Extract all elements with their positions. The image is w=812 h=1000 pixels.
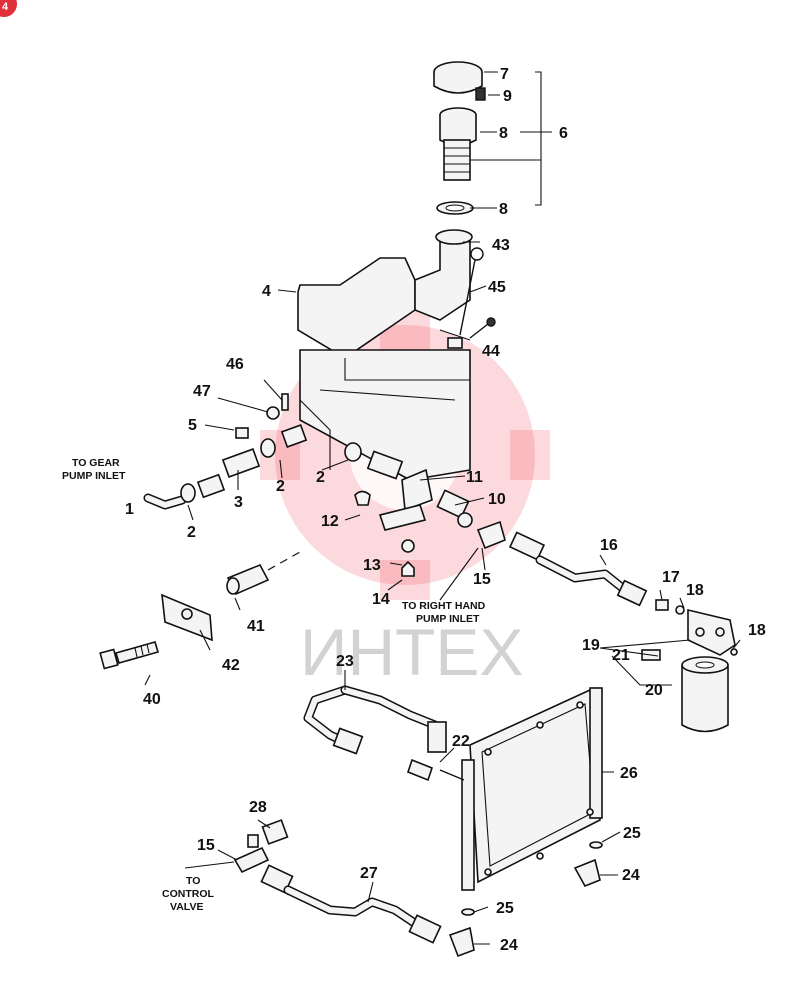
callout-9: 9 [503, 88, 512, 105]
callout-6: 6 [559, 125, 568, 142]
callout-42: 42 [222, 657, 240, 674]
callout-13: 13 [363, 557, 381, 574]
dipstick [459, 247, 484, 336]
callout-7: 7 [500, 66, 509, 83]
callout-5: 5 [188, 417, 197, 434]
note-control-line2: CONTROL [162, 888, 214, 900]
callout-43: 43 [492, 237, 510, 254]
corner-badge: 4 [0, 0, 17, 17]
filler-cap-assembly [433, 61, 486, 215]
callout-4: 4 [262, 283, 271, 300]
callout-14: 14 [372, 591, 390, 608]
callout-2-mid: 2 [276, 478, 285, 495]
note-gear-pump-line1: TO GEAR [72, 457, 120, 469]
callout-46: 46 [226, 356, 244, 373]
mount-hardware [99, 551, 301, 670]
left-fittings [143, 393, 308, 510]
callout-12: 12 [321, 513, 339, 530]
callout-2-left: 2 [187, 524, 196, 541]
oil-cooler [439, 687, 603, 891]
callout-10: 10 [488, 491, 506, 508]
callout-27: 27 [360, 865, 378, 882]
watermark-text: ИНТЕХ [300, 615, 523, 689]
callout-19: 19 [582, 637, 600, 654]
callout-20: 20 [645, 682, 663, 699]
callout-47: 47 [193, 383, 211, 400]
cooler-fittings [448, 841, 603, 958]
note-right-pump-line1: TO RIGHT HAND [402, 600, 486, 612]
callout-45: 45 [488, 279, 506, 296]
control-valve-line [233, 819, 442, 944]
callout-15-top: 15 [473, 571, 491, 588]
callout-24-top: 24 [622, 867, 640, 884]
callout-41: 41 [247, 618, 265, 635]
leader-lines [144, 71, 741, 945]
filter-assembly [641, 608, 738, 733]
callout-15-bottom: 15 [197, 837, 215, 854]
callout-18-right: 18 [748, 622, 766, 639]
hydraulic-tank [297, 229, 473, 481]
callout-40: 40 [143, 691, 161, 708]
callout-3: 3 [234, 494, 243, 511]
callout-28: 28 [249, 799, 267, 816]
note-control-line3: VALVE [170, 901, 203, 913]
note-right-pump-line2: PUMP INLET [416, 613, 480, 625]
part-callouts: 7 9 8 6 8 43 4 45 44 46 47 5 1 2 3 2 2 1… [125, 66, 766, 954]
return-line [508, 531, 685, 615]
callout-22: 22 [452, 733, 470, 750]
callout-17: 17 [662, 569, 680, 586]
callout-25-top: 25 [623, 825, 641, 842]
callout-44: 44 [482, 343, 500, 360]
callout-16: 16 [600, 537, 618, 554]
callout-11: 11 [466, 469, 483, 486]
note-control-line1: TO [186, 875, 200, 887]
callout-8-bottom: 8 [499, 201, 508, 218]
note-gear-pump-line2: PUMP INLET [62, 470, 126, 482]
svg-text:4: 4 [2, 1, 9, 13]
callout-18-top: 18 [686, 582, 704, 599]
callout-2-right: 2 [316, 469, 325, 486]
cooler-inlet-hose [303, 685, 447, 782]
callout-25-bottom: 25 [496, 900, 514, 917]
callout-21: 21 [612, 647, 630, 664]
flow-notes: TO GEAR PUMP INLET TO RIGHT HAND PUMP IN… [62, 457, 486, 913]
callout-26: 26 [620, 765, 638, 782]
callout-1: 1 [125, 501, 134, 518]
callout-23: 23 [336, 653, 354, 670]
callout-24-bottom: 24 [500, 937, 518, 954]
callout-8-top: 8 [499, 125, 508, 142]
screw-44 [469, 317, 496, 339]
